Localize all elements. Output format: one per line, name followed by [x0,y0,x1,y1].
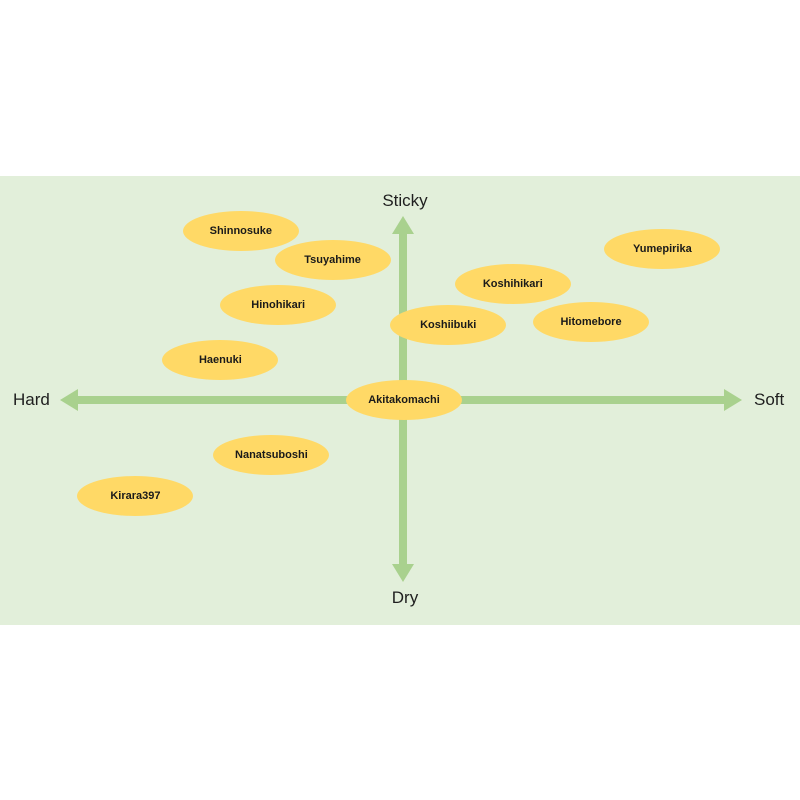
bubble-label: Koshihikari [482,277,543,290]
bubble-label: Shinnosuke [209,224,272,237]
bubble-label: Hinohikari [251,299,306,312]
x-axis-max-label: Soft [754,390,785,409]
bubble-label: Tsuyahime [304,253,361,266]
y-axis-min-label: Dry [391,588,419,607]
bubble-label: Haenuki [198,353,242,366]
bubble-haenuki: Haenuki [162,339,279,380]
bubble-label: Yumepirika [633,242,692,255]
bubble-label: Nanatsuboshi [235,448,308,461]
bubble-label: Akitakomachi [368,394,440,406]
bubble-label: Koshiibuki [420,319,477,332]
bubble-kirara397: Kirara397 [77,476,194,517]
bubble-tsuyahime: Tsuyahime [274,239,391,280]
bubble-koshiibuki: Koshiibuki [390,305,507,346]
bubble-hinohikari: Hinohikari [220,285,337,326]
y-axis-max-label: Sticky [382,191,428,210]
x-axis-min-label: Hard [13,390,50,409]
bubble-hitomebore: Hitomebore [533,301,649,342]
bubble-yumepirika: Yumepirika [604,228,721,269]
bubble-nanatsuboshi: Nanatsuboshi [213,434,330,475]
bubble-koshihikari: Koshihikari [454,263,571,304]
bubble-label: Hitomebore [560,315,622,328]
bubble-label: Kirara397 [110,490,161,503]
bubble-akitakomachi: Akitakomachi [346,380,462,420]
bubble-shinnosuke: Shinnosuke [182,210,299,251]
